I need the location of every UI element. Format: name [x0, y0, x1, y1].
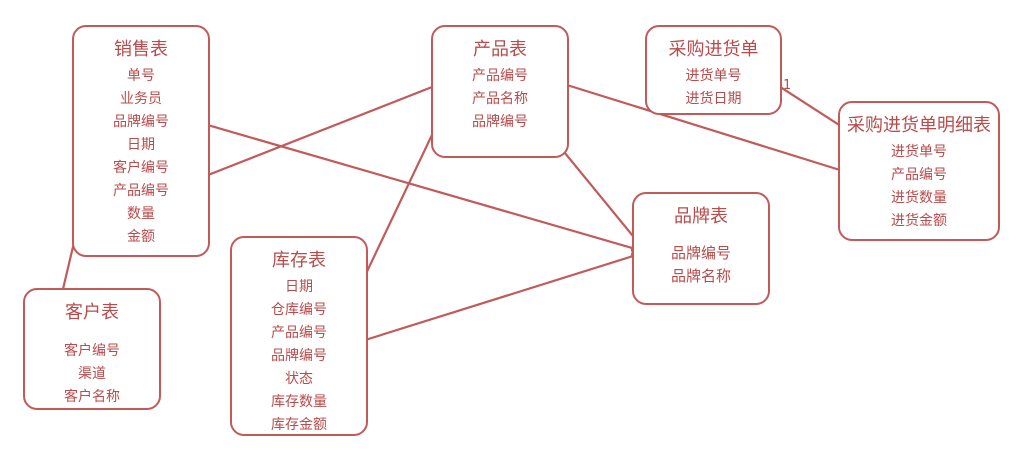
sales-field-date: 日期 [127, 137, 155, 153]
brand-field-brand-no: 品牌编号 [670, 244, 731, 262]
product-field-product-no: 产品编号 [472, 68, 528, 84]
purchase-detail-field-bill-no: 进货单号 [891, 144, 947, 160]
brand-field-brand-name: 品牌名称 [670, 267, 731, 285]
entity-inventory: 库存表 日期 仓库编号 产品编号 品牌编号 状态 库存数量 库存金额 [230, 236, 368, 436]
link-inventory-brand [344, 248, 648, 350]
link-sales-product [178, 73, 462, 189]
entity-customer-title: 客户表 [65, 302, 119, 323]
sales-field-customer-no: 客户编号 [113, 160, 169, 176]
customer-field-customer-no: 客户编号 [64, 343, 120, 359]
link-sales-brand [178, 113, 648, 256]
inventory-field-status: 状态 [285, 371, 313, 387]
entity-product-title: 产品表 [473, 39, 527, 60]
inventory-field-brand-no: 品牌编号 [271, 348, 327, 364]
inventory-field-product-no: 产品编号 [271, 325, 327, 341]
purchase-field-date: 进货日期 [685, 91, 742, 107]
entity-purchase-detail: 采购进货单明细表 进货单号 产品编号 进货数量 进货金额 [838, 101, 1000, 241]
sales-field-amount: 金额 [127, 229, 155, 245]
entity-brand: 品牌表 品牌编号 品牌名称 [632, 192, 770, 305]
inventory-field-warehouse-no: 仓库编号 [271, 302, 327, 318]
purchase-detail-field-product-no: 产品编号 [891, 167, 947, 183]
sales-field-product-no: 产品编号 [113, 183, 169, 199]
entity-inventory-title: 库存表 [272, 250, 326, 271]
inventory-field-stock-amount: 库存金额 [271, 417, 327, 433]
sales-field-quantity: 数量 [127, 206, 155, 222]
sales-field-brand-no: 品牌编号 [113, 114, 169, 130]
entity-purchase-detail-title: 采购进货单明细表 [847, 115, 991, 136]
purchase-detail-field-quantity: 进货数量 [891, 190, 947, 206]
inventory-field-date: 日期 [285, 279, 313, 295]
purchase-field-bill-no: 进货单号 [685, 68, 742, 84]
entity-sales-title: 销售表 [114, 39, 168, 60]
mark-purchase-one: 1 [783, 78, 791, 93]
entity-brand-title: 品牌表 [674, 206, 728, 227]
inventory-field-stock-qty: 库存数量 [271, 394, 327, 410]
product-field-product-name: 产品名称 [472, 91, 528, 107]
sales-field-order-no: 单号 [127, 68, 155, 84]
product-field-brand-no: 品牌编号 [472, 114, 528, 130]
entity-purchase-title: 采购进货单 [668, 39, 759, 60]
sales-field-salesperson: 业务员 [120, 91, 162, 107]
entity-purchase: 采购进货单 进货单号 进货日期 [645, 25, 782, 115]
customer-field-channel: 渠道 [78, 366, 106, 382]
customer-field-customer-name: 客户名称 [64, 389, 120, 405]
entity-sales: 销售表 单号 业务员 品牌编号 日期 客户编号 产品编号 数量 金额 [72, 25, 210, 257]
entity-customer: 客户表 客户编号 渠道 客户名称 [23, 288, 161, 410]
purchase-detail-field-amount: 进货金额 [891, 213, 947, 229]
entity-product: 产品表 产品编号 产品名称 品牌编号 [431, 25, 569, 158]
